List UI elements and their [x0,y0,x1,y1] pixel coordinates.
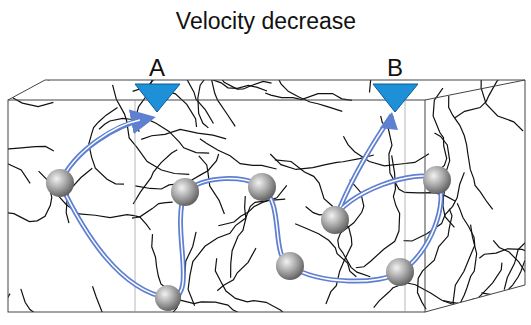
fracture [249,59,343,111]
fracture [433,88,447,170]
fracture [295,224,356,277]
receiver-label: A [149,56,165,80]
fracture [453,203,475,317]
fracture [306,206,352,304]
fracture [171,38,271,89]
fracture [367,0,411,93]
fracture [0,117,30,183]
wave-path [60,112,441,298]
fracture [231,196,246,278]
fracture [198,41,238,128]
fracture [343,136,429,166]
fracture [455,34,531,118]
fracture [200,139,277,169]
fracture [93,286,117,325]
receiver-label: B [387,56,403,80]
fracture [152,234,240,313]
fracture [141,129,226,139]
receiver-triangles [135,84,418,112]
fracture [479,249,527,258]
particle-spheres [46,166,451,311]
fracture [374,283,490,308]
fracture [265,93,352,100]
fracture [0,0,53,107]
fracture [132,202,173,218]
fracture [58,195,151,230]
fracture [188,199,285,306]
fracture [504,192,531,289]
fracture [0,294,10,325]
fracture [449,96,493,209]
fracture [356,155,400,267]
fracture [21,289,148,325]
fracture [180,57,267,91]
block-outline [8,80,525,312]
fracture [133,150,177,204]
title: Velocity decrease [176,10,356,33]
fracture [7,7,49,80]
